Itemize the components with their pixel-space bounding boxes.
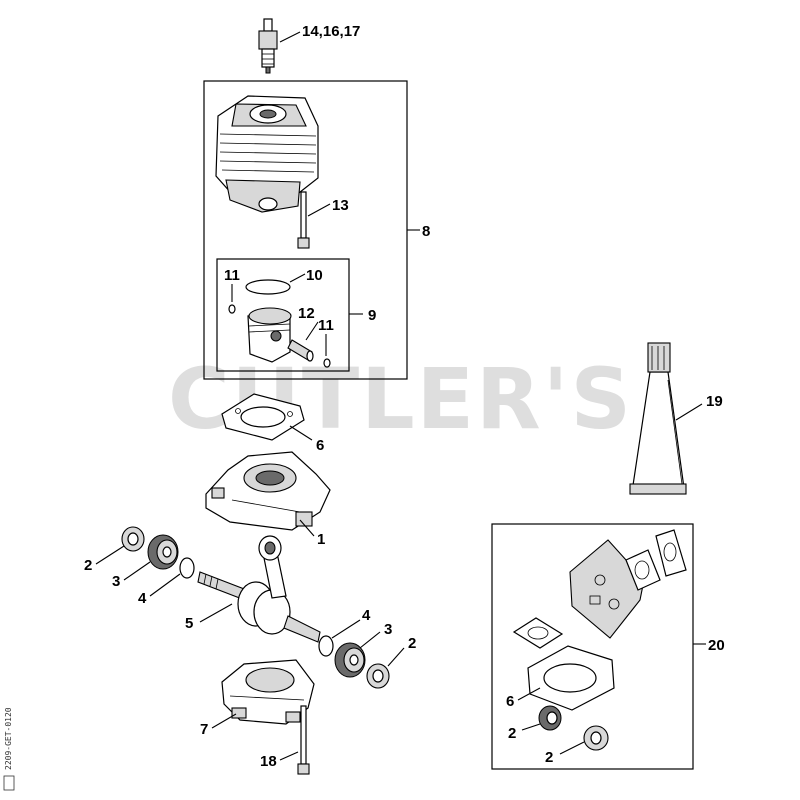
circlip-right[interactable] bbox=[323, 358, 331, 368]
carburetor-gasket-b[interactable] bbox=[655, 529, 687, 577]
gasket-set-oil-seal-b[interactable] bbox=[583, 725, 609, 751]
callout-cylinder-kit[interactable]: 8 bbox=[422, 223, 430, 240]
oil-seal-left[interactable] bbox=[121, 526, 145, 552]
bearing-right[interactable] bbox=[334, 642, 366, 678]
intake-gasket[interactable] bbox=[512, 617, 564, 649]
callout-washer-right[interactable]: 4 bbox=[362, 607, 371, 624]
sealant-tube[interactable] bbox=[629, 342, 687, 495]
callout-oil-seal-left[interactable]: 2 bbox=[84, 557, 92, 574]
callout-crankcase-upper[interactable]: 1 bbox=[317, 531, 325, 548]
gasket-set-box bbox=[491, 523, 694, 770]
callout-sealant-tube[interactable]: 19 bbox=[706, 393, 723, 410]
diagram-code-box bbox=[3, 775, 15, 791]
piston[interactable] bbox=[247, 307, 292, 363]
diagram-code: 2209-GET-0120 bbox=[4, 707, 13, 770]
oil-seal-right[interactable] bbox=[366, 663, 390, 689]
callout-bearing-right[interactable]: 3 bbox=[384, 621, 392, 638]
callout-piston-pin[interactable]: 12 bbox=[298, 305, 315, 322]
callout-circlip-left[interactable]: 11 bbox=[224, 267, 240, 284]
carburetor-gasket-a[interactable] bbox=[625, 549, 661, 591]
piston-kit-box bbox=[216, 258, 350, 372]
washer-left[interactable] bbox=[179, 557, 195, 579]
callout-circlip-right[interactable]: 11 bbox=[318, 317, 334, 334]
callout-piston-kit[interactable]: 9 bbox=[368, 307, 376, 324]
callout-crankcase-bolt[interactable]: 18 bbox=[260, 753, 277, 770]
callout-oil-seal-right[interactable]: 2 bbox=[408, 635, 416, 652]
piston-ring[interactable] bbox=[245, 279, 291, 295]
crankcase-bolt[interactable] bbox=[297, 705, 310, 775]
callout-spark-plug[interactable]: 14,16,17 bbox=[302, 23, 360, 40]
gasket-set-oil-seal-a[interactable] bbox=[538, 705, 562, 731]
callout-gasket-upper[interactable]: 6 bbox=[316, 437, 324, 454]
piston-pin[interactable] bbox=[287, 339, 314, 362]
callout-piston-ring[interactable]: 10 bbox=[306, 267, 323, 284]
callout-gasket-set-seal-b[interactable]: 2 bbox=[545, 749, 553, 766]
cylinder[interactable] bbox=[215, 95, 319, 213]
callout-washer-left[interactable]: 4 bbox=[138, 590, 147, 607]
circlip-left[interactable] bbox=[228, 304, 236, 314]
callout-bearing-left[interactable]: 3 bbox=[112, 573, 120, 590]
callout-gasket-set-seal-a[interactable]: 2 bbox=[508, 725, 516, 742]
callout-gasket-set-gasket[interactable]: 6 bbox=[506, 693, 514, 710]
watermark-text: CUTLER'S bbox=[168, 350, 633, 448]
crankcase-lower[interactable] bbox=[221, 659, 315, 725]
gasket-set-cylinder-gasket[interactable] bbox=[527, 645, 615, 711]
callouts: 14,16,17 13 8 11 10 12 11 9 19 6 1 2 3 4… bbox=[84, 23, 725, 770]
washer-right[interactable] bbox=[318, 635, 334, 657]
callout-crankcase-lower[interactable]: 7 bbox=[200, 721, 208, 738]
callout-crankshaft[interactable]: 5 bbox=[185, 615, 193, 632]
crankcase-upper[interactable] bbox=[205, 451, 331, 531]
callout-cylinder-bolt[interactable]: 13 bbox=[332, 197, 349, 214]
cylinder-bolt[interactable] bbox=[297, 191, 310, 249]
bearing-left[interactable] bbox=[147, 534, 179, 570]
leader-lines bbox=[95, 31, 706, 761]
crankshaft[interactable] bbox=[197, 535, 321, 643]
spark-plug[interactable] bbox=[258, 18, 278, 74]
gasket-set-plate[interactable] bbox=[569, 539, 645, 639]
cylinder-gasket[interactable] bbox=[221, 393, 305, 441]
callout-gasket-set[interactable]: 20 bbox=[708, 637, 725, 654]
